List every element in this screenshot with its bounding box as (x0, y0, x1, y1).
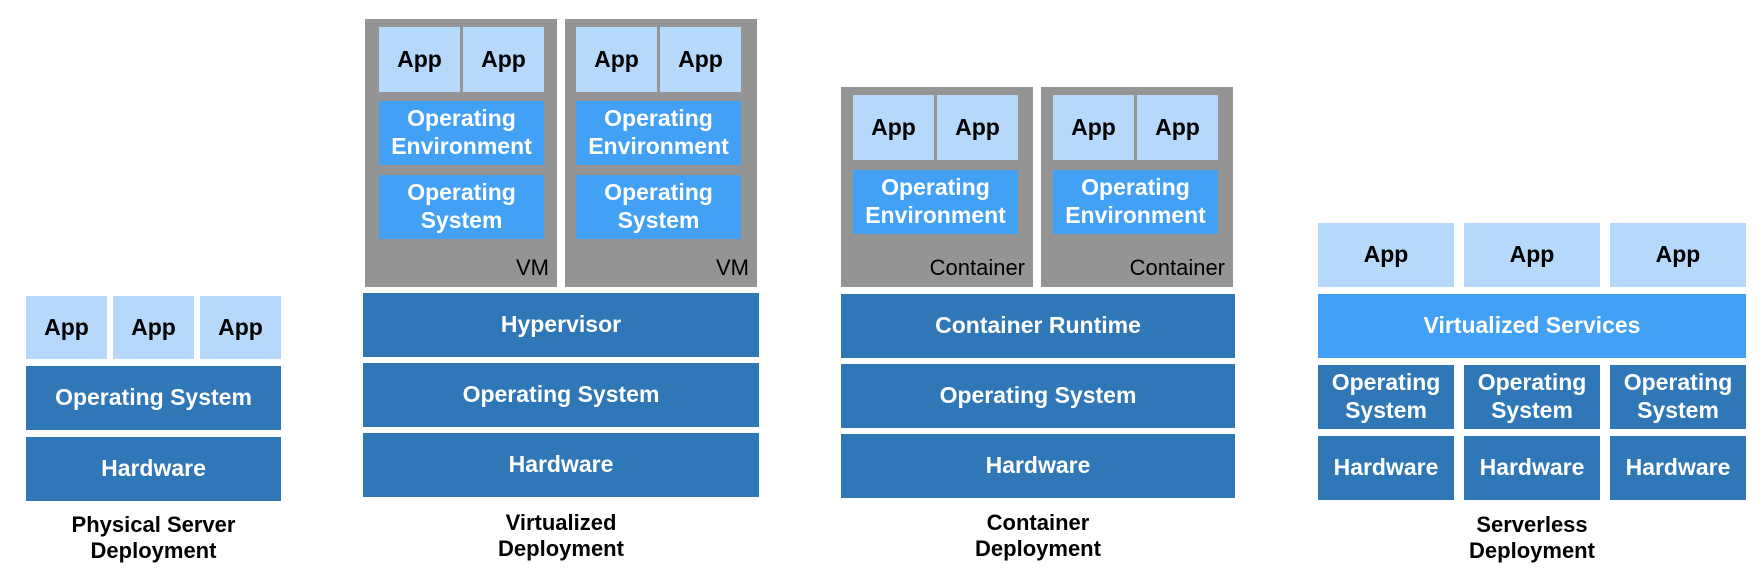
vm1-app-1: App (379, 27, 460, 92)
vm1-operating-system: Operating System (379, 175, 544, 239)
physical-caption: Physical Server Deployment (71, 512, 236, 563)
serverless-operating-system-2: Operating System (1464, 365, 1600, 429)
vm2-operating-system: Operating System (576, 175, 741, 239)
serverless-hardware-2: Hardware (1464, 436, 1600, 500)
virtualized-caption: Virtualized Deployment (498, 510, 624, 561)
serverless-caption: Serverless Deployment (1469, 512, 1595, 563)
serverless-app-1: App (1318, 223, 1454, 287)
vm2-operating-environment: Operating Environment (576, 101, 741, 165)
physical-app-1: App (26, 296, 107, 359)
virtualized-operating-system: Operating System (363, 363, 759, 427)
vm2-app-1: App (576, 27, 657, 92)
hypervisor: Hypervisor (363, 293, 759, 357)
physical-operating-system: Operating System (26, 366, 281, 430)
vm-label-1: VM (516, 255, 549, 280)
serverless-app-2: App (1464, 223, 1600, 287)
virtualized-services: Virtualized Services (1318, 294, 1746, 358)
vm-label-2: VM (716, 255, 749, 280)
serverless-app-3: App (1610, 223, 1746, 287)
serverless-hardware-3: Hardware (1610, 436, 1746, 500)
container1-app-1: App (853, 95, 934, 160)
container-caption: Container Deployment (975, 510, 1101, 561)
vm1-operating-environment: Operating Environment (379, 101, 544, 165)
virtualized-hardware: Hardware (363, 433, 759, 497)
container-hardware: Hardware (841, 434, 1235, 498)
container-label-1: Container (929, 255, 1025, 280)
physical-hardware: Hardware (26, 437, 281, 501)
vm1-app-2: App (463, 27, 544, 92)
serverless-operating-system-1: Operating System (1318, 365, 1454, 429)
container1-app-2: App (937, 95, 1018, 160)
serverless-operating-system-3: Operating System (1610, 365, 1746, 429)
container2-operating-environment: Operating Environment (1053, 170, 1218, 234)
physical-app-2: App (113, 296, 194, 359)
serverless-hardware-1: Hardware (1318, 436, 1454, 500)
container-label-2: Container (1129, 255, 1225, 280)
container-operating-system: Operating System (841, 364, 1235, 428)
vm2-app-2: App (660, 27, 741, 92)
container-runtime: Container Runtime (841, 294, 1235, 358)
container1-operating-environment: Operating Environment (853, 170, 1018, 234)
container2-app-2: App (1137, 95, 1218, 160)
container2-app-1: App (1053, 95, 1134, 160)
physical-app-3: App (200, 296, 281, 359)
